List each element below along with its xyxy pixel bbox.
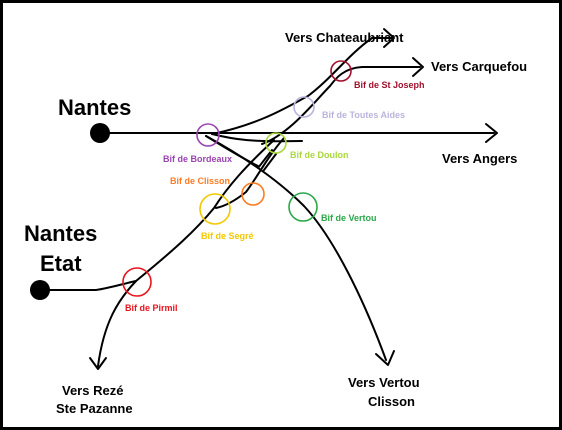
junction-clisson-ring [241, 182, 265, 206]
station-nantes-etat-icon [30, 280, 50, 300]
arrow-reze-icon [89, 357, 107, 370]
label-reze-line1: Vers Rezé [62, 383, 123, 398]
arrow-angers-icon [485, 123, 498, 143]
junction-doulon-ring [265, 132, 287, 154]
label-reze-line2: Ste Pazanne [56, 401, 133, 416]
label-bif-vertou: Bif de Vertou [321, 213, 377, 223]
label-vertou-line2: Clisson [368, 394, 415, 409]
label-vertou-line1: Vers Vertou [348, 375, 420, 390]
arrow-chateaubriant-icon [383, 28, 395, 48]
arrow-vertou-icon [375, 350, 395, 366]
track-nantes-etat [39, 280, 137, 291]
track-clisson-chord [215, 137, 285, 209]
label-bif-segre: Bif de Segré [201, 231, 254, 241]
label-bif-clisson: Bif de Clisson [170, 176, 230, 186]
track-crossing-b [263, 153, 277, 171]
label-bif-st-joseph: Bif de St Joseph [354, 80, 425, 90]
label-carquefou: Vers Carquefou [431, 59, 527, 74]
track-crossing-a [257, 149, 273, 169]
arrow-carquefou-icon [412, 57, 424, 77]
junction-bordeaux-ring [196, 123, 220, 147]
junction-pirmil-ring [122, 267, 152, 297]
label-bif-bordeaux: Bif de Bordeaux [163, 154, 232, 164]
label-nantes-etat-line2: Etat [40, 251, 82, 276]
track-bordeaux-chord [211, 133, 303, 143]
track-chateaubriant [211, 37, 393, 135]
label-angers: Vers Angers [442, 151, 517, 166]
label-bif-toutes-aides: Bif de Toutes Aides [322, 110, 405, 120]
junction-toutes-aides-ring [293, 96, 315, 118]
junction-segre-ring [199, 193, 231, 225]
label-chateaubriant: Vers Chateaubriant [285, 30, 404, 45]
station-nantes-icon [90, 123, 110, 143]
track-vertou [205, 135, 387, 361]
label-nantes: Nantes [58, 95, 131, 120]
junction-st-joseph-ring [330, 60, 352, 82]
label-nantes-etat-line1: Nantes [24, 221, 97, 246]
track-reze [97, 139, 275, 367]
label-bif-pirmil: Bif de Pirmil [125, 303, 178, 313]
label-bif-doulon: Bif de Doulon [290, 150, 349, 160]
junction-vertou-ring [288, 192, 318, 222]
